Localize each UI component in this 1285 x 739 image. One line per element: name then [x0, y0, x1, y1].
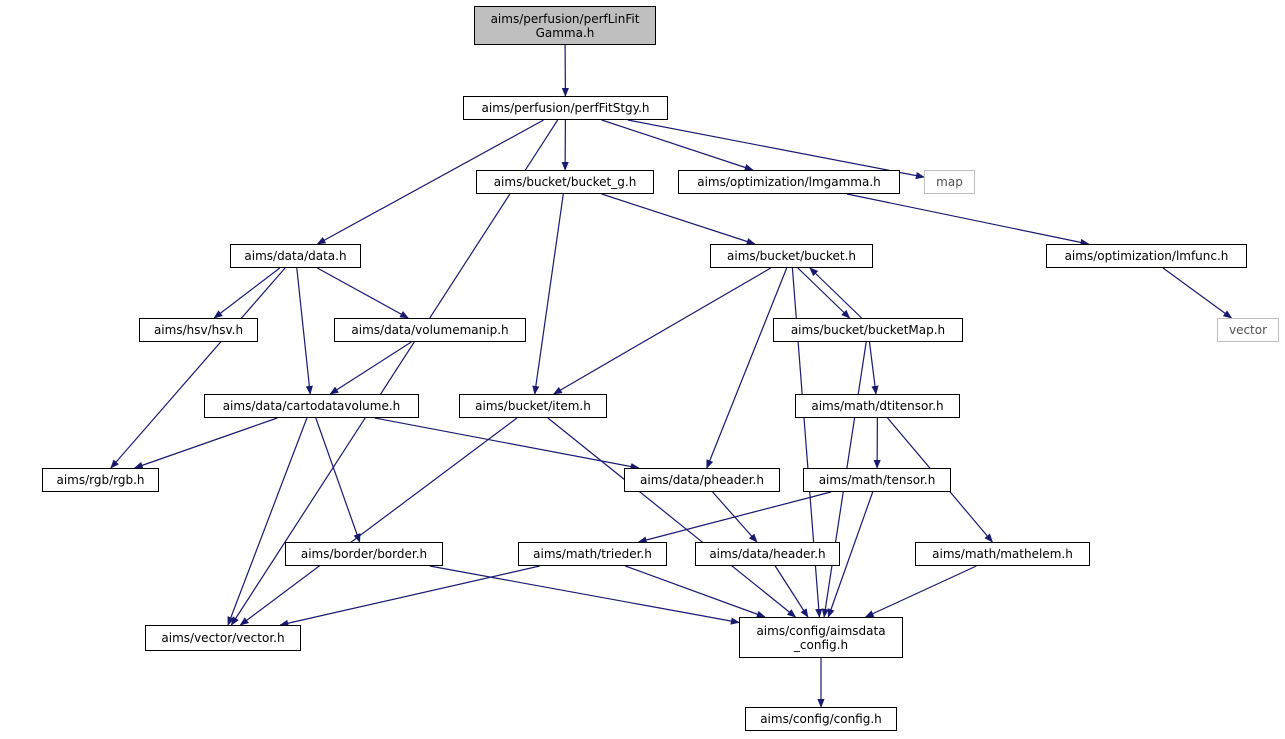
edge-perfFitStgy-to-lmgamma [601, 119, 754, 171]
edge-data-to-cartodatavolume [296, 267, 313, 395]
node-data-h[interactable]: aims/data/data.h [230, 244, 361, 268]
edge-item-to-vector [239, 417, 518, 626]
node-volumemanip-h[interactable]: aims/data/volumemanip.h [334, 318, 526, 342]
edge-bucket-to-bucketMap [797, 267, 851, 319]
edge-bucketMap-to-bucket [809, 267, 863, 319]
node-lmfunc-h[interactable]: aims/optimization/lmfunc.h [1046, 244, 1247, 268]
node-trieder-h[interactable]: aims/math/trieder.h [518, 542, 667, 566]
node-hsv-h[interactable]: aims/hsv/hsv.h [139, 318, 258, 342]
node-item-h[interactable]: aims/bucket/item.h [459, 394, 607, 418]
node-config-h[interactable]: aims/config/config.h [745, 707, 897, 731]
edge-trieder-to-vector [279, 565, 540, 627]
edge-border-to-aimsdata_config [429, 565, 740, 625]
edge-cartodatavolume-to-pheader [374, 417, 640, 471]
edge-lmgamma-to-lmfunc [846, 193, 1090, 246]
node-vector-std: vector [1217, 318, 1279, 342]
edge-bucket-to-item [552, 267, 772, 395]
edge-item-to-aimsdata_config [547, 417, 797, 618]
node-vector-h[interactable]: aims/vector/vector.h [145, 625, 301, 651]
node-bucket-h[interactable]: aims/bucket/bucket.h [710, 244, 873, 268]
edge-tensor-to-aimsdata_config [827, 491, 874, 618]
node-pheader-h[interactable]: aims/data/pheader.h [624, 468, 780, 492]
edge-bucket-to-pheader [706, 267, 788, 469]
edge-bucketMap-to-dtitensor [868, 341, 879, 395]
node-header-h[interactable]: aims/data/header.h [695, 542, 840, 566]
node-map: map [924, 170, 975, 194]
edge-cartodatavolume-to-rgb [133, 417, 278, 469]
node-dtitensor-h[interactable]: aims/math/dtitensor.h [795, 394, 960, 418]
edge-perfFitStgy-to-data [316, 119, 544, 245]
edge-perfFitStgy-to-map [627, 119, 925, 180]
edge-mathelem-to-aimsdata_config [864, 565, 977, 618]
edge-cartodatavolume-to-border [315, 417, 361, 543]
edge-data-to-volumemanip [317, 267, 409, 319]
node-cartodatavolume-h[interactable]: aims/data/cartodatavolume.h [204, 394, 419, 418]
node-bucketmap-h[interactable]: aims/bucket/bucketMap.h [773, 318, 963, 342]
node-mathelem-h[interactable]: aims/math/mathelem.h [915, 542, 1090, 566]
edge-perfFitStgy-to-vector [230, 119, 559, 626]
edge-cartodatavolume-to-vector [227, 417, 308, 626]
edge-data-to-rgb [110, 267, 286, 469]
edge-trieder-to-aimsdata_config [625, 565, 766, 618]
edge-volumemanip-to-cartodatavolume [329, 341, 412, 395]
node-perflinfitgamma-h: aims/perfusion/perfLinFit Gamma.h [474, 6, 656, 45]
edge-header-to-aimsdata_config [774, 565, 809, 618]
node-border-h[interactable]: aims/border/border.h [285, 542, 443, 566]
edge-data-to-hsv [213, 267, 281, 319]
node-aimsdata-config-h[interactable]: aims/config/aimsdata _config.h [739, 617, 903, 658]
edge-lmfunc-to-vectorstd [1162, 267, 1233, 319]
edge-bucket_g-to-item [532, 193, 564, 395]
node-perffitstgy-h[interactable]: aims/perfusion/perfFitStgy.h [463, 96, 668, 120]
node-lmgamma-h[interactable]: aims/optimization/lmgamma.h [678, 170, 900, 194]
edge-bucket_g-to-bucket [601, 193, 756, 245]
node-bucket-g-h[interactable]: aims/bucket/bucket_g.h [476, 170, 654, 194]
edge-pheader-to-header [712, 491, 758, 543]
node-tensor-h[interactable]: aims/math/tensor.h [803, 468, 951, 492]
node-rgb-h[interactable]: aims/rgb/rgb.h [42, 468, 159, 492]
